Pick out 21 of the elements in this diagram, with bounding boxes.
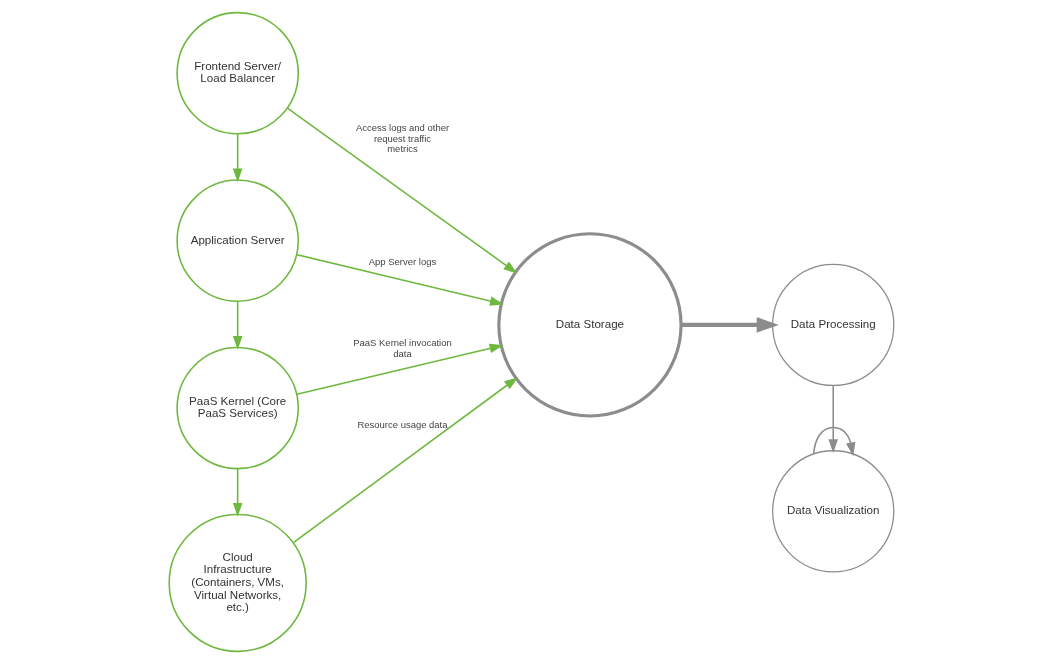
edge-label: Resource usage data	[356, 419, 447, 431]
arrow	[295, 343, 503, 396]
arrow	[286, 107, 517, 274]
arrow	[827, 384, 838, 453]
arrow	[812, 426, 855, 457]
node-circle: Application Server	[175, 179, 299, 302]
node-circle: Cloud Infrastructure (Containers, VMs, Virtual Networks, etc.)	[167, 513, 307, 653]
arrow	[232, 133, 242, 183]
arrow	[295, 253, 504, 306]
node-circle: Data Processing	[771, 263, 894, 387]
edge-label: PaaS Kernel invocation data	[352, 337, 452, 359]
arrow	[680, 317, 779, 333]
node-circle: Data Visualization	[771, 450, 894, 573]
node-circle: Frontend Server/ Load Balancer	[175, 11, 299, 135]
node-circle: Data Storage	[496, 232, 683, 418]
arrow	[292, 377, 518, 544]
edge-label: Access logs and other request traffic metrics	[355, 122, 449, 155]
arrow	[232, 467, 242, 517]
edge-label: App Server logs	[368, 256, 436, 268]
arrow	[232, 300, 242, 350]
node-circle: PaaS Kernel (Core PaaS Services)	[175, 346, 299, 470]
